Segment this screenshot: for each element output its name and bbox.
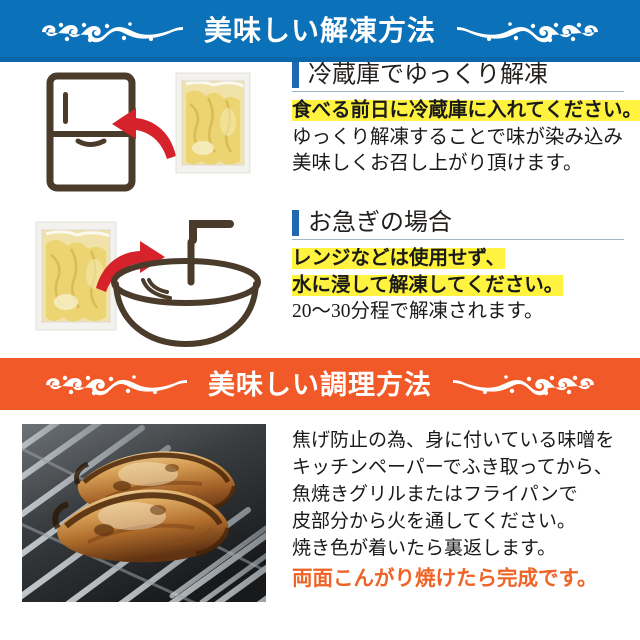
thaw-step-1-text: 冷蔵庫でゆっくり解凍 食べる前日に冷蔵庫に入れてください。 ゆっくり解凍すること… bbox=[292, 62, 640, 178]
thaw-step-1-line-3: 美味しくお召し上がり頂けます。 bbox=[292, 153, 583, 175]
thaw-step-water: お急ぎの場合 レンジなどは使用せず、 水に浸して解凍してください。 20〜30分… bbox=[0, 210, 640, 358]
heading-divider bbox=[292, 91, 624, 93]
vacuum-pack-fish-photo bbox=[35, 221, 117, 331]
cooking-instructions-section: 焦げ防止の為、身に付いている味噌を キッチンペーパーでふき取ってから、 魚焼きグ… bbox=[0, 410, 640, 640]
thaw-step-2-line-1: レンジなどは使用せず、 bbox=[292, 248, 506, 270]
thaw-section-banner: 美味しい解凍方法 bbox=[0, 0, 640, 62]
thaw-instructions-section: 冷蔵庫でゆっくり解凍 食べる前日に冷蔵庫に入れてください。 ゆっくり解凍すること… bbox=[0, 62, 640, 358]
thaw-step-2-line-3: 20〜30分程で解凍されます。 bbox=[292, 301, 544, 323]
fish-fillet-lower bbox=[52, 489, 231, 563]
thaw-banner-title: 美味しい解凍方法 bbox=[203, 13, 436, 47]
cook-line-5: 焼き色が着いたら裏返します。 bbox=[292, 537, 557, 559]
cook-section-banner: 美味しい調理方法 bbox=[0, 358, 640, 410]
thaw-step-2-text: お急ぎの場合 レンジなどは使用せず、 水に浸して解凍してください。 20〜30分… bbox=[292, 210, 640, 326]
water-bowl-illustration bbox=[0, 210, 292, 358]
scroll-flourish-mirrored-icon bbox=[448, 365, 598, 399]
scroll-flourish-mirrored-icon bbox=[452, 12, 602, 46]
cook-line-1: 焦げ防止の為、身に付いている味噌を bbox=[292, 430, 615, 451]
thaw-step-refrigerator: 冷蔵庫でゆっくり解凍 食べる前日に冷蔵庫に入れてください。 ゆっくり解凍すること… bbox=[0, 62, 640, 210]
grilled-fish-on-grill-rack-photo bbox=[22, 424, 266, 602]
scroll-flourish-icon bbox=[42, 365, 192, 399]
cooking-instructions-text: 焦げ防止の為、身に付いている味噌を キッチンペーパーでふき取ってから、 魚焼きグ… bbox=[292, 410, 640, 594]
cook-line-3: 魚焼きグリルまたはフライパンで bbox=[292, 483, 578, 505]
accent-bar bbox=[292, 62, 299, 89]
cook-banner-title: 美味しい調理方法 bbox=[208, 369, 432, 401]
grilled-fish-photo-container bbox=[0, 410, 292, 602]
cook-line-2: キッチンペーパーでふき取ってから、 bbox=[292, 456, 613, 478]
thaw-step-2-line-2: 水に浸して解凍してください。 bbox=[292, 274, 564, 296]
heading-divider bbox=[292, 239, 624, 241]
bowl-with-running-water-icon bbox=[111, 220, 261, 348]
thaw-step-1-heading: 冷蔵庫でゆっくり解凍 bbox=[308, 62, 548, 88]
accent-bar bbox=[292, 210, 299, 237]
vacuum-pack-fish-photo bbox=[175, 72, 251, 174]
scroll-flourish-icon bbox=[38, 12, 188, 46]
cook-final-line: 両面こんがり焼けたら完成です。 bbox=[292, 567, 598, 590]
thaw-step-1-line-2: ゆっくり解凍することで味が染み込み bbox=[292, 126, 623, 148]
refrigerator-icon bbox=[46, 72, 136, 192]
thaw-step-1-line-1: 食べる前日に冷蔵庫に入れてください。 bbox=[292, 100, 640, 122]
refrigerator-illustration bbox=[0, 62, 292, 210]
thaw-step-2-heading: お急ぎの場合 bbox=[308, 210, 452, 236]
curved-arrow-left-icon bbox=[112, 108, 176, 159]
cook-line-4: 皮部分から火を通してください。 bbox=[292, 510, 576, 532]
curved-arrow-right-icon bbox=[96, 241, 165, 292]
